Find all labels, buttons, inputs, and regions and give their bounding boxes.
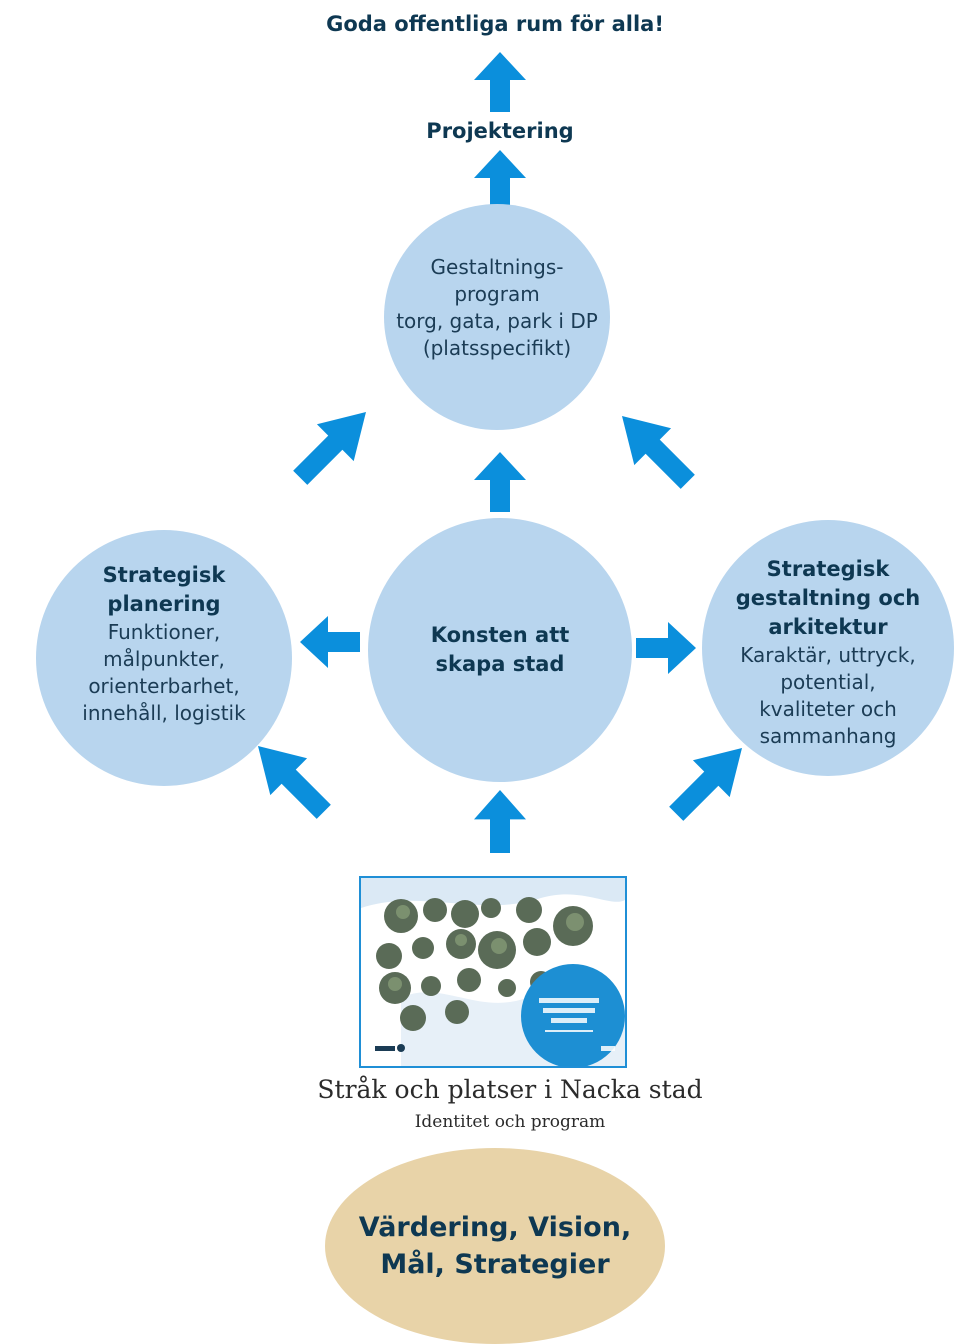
gestaltning-arkitektur-line-2: potential, bbox=[780, 669, 876, 694]
gestaltning-line-1: Gestaltnings- bbox=[430, 255, 564, 279]
arrow-bottom-left bbox=[258, 746, 331, 819]
circle-gestaltningsprogram: Gestaltnings- program torg, gata, park i… bbox=[384, 204, 610, 430]
document-title: Stråk och platser i Nacka stad bbox=[317, 1075, 703, 1104]
planering-title-2: planering bbox=[107, 592, 221, 616]
arrow-bottom-right bbox=[669, 748, 742, 821]
konsten-title-1: Konsten att bbox=[430, 623, 570, 647]
cover-illustration bbox=[361, 878, 625, 1066]
gestaltning-arkitektur-line-1: Karaktär, uttryck, bbox=[740, 642, 916, 667]
base-line-2: Mål, Strategier bbox=[380, 1249, 610, 1280]
arrow-bottom-center bbox=[474, 790, 526, 853]
arrow-left-to-gestaltning bbox=[293, 412, 366, 485]
arrow-left-to-gestaltning-shape bbox=[293, 412, 366, 485]
planering-line-4: innehåll, logistik bbox=[82, 701, 246, 725]
arrow-to-goal-shape bbox=[474, 52, 526, 112]
circle-strategisk-gestaltning: Strategisk gestaltning och arkitektur Ka… bbox=[702, 520, 954, 776]
planering-title-1: Strategisk bbox=[102, 563, 226, 587]
gestaltning-arkitektur-title-3: arkitektur bbox=[768, 614, 888, 639]
arrow-to-planering bbox=[300, 616, 360, 668]
arrow-to-planering-shape bbox=[300, 616, 360, 668]
base-line-1: Värdering, Vision, bbox=[358, 1212, 632, 1243]
gestaltning-line-4: (platsspecifikt) bbox=[422, 336, 572, 360]
circle-strategisk-planering: Strategisk planering Funktioner, målpunk… bbox=[36, 530, 292, 786]
gestaltning-arkitektur-title-2: gestaltning och bbox=[735, 585, 921, 610]
arrow-to-gestaltning-arkitektur bbox=[636, 622, 696, 674]
base-ellipse: Värdering, Vision, Mål, Strategier bbox=[325, 1148, 665, 1344]
planering-line-3: orienterbarhet, bbox=[88, 674, 240, 698]
arrow-to-goal bbox=[474, 52, 526, 112]
arrow-up-to-gestaltning bbox=[474, 452, 526, 512]
gestaltning-arkitektur-line-4: sammanhang bbox=[759, 723, 897, 748]
goal-text: Goda offentliga rum för alla! bbox=[326, 12, 664, 36]
gestaltning-arkitektur-line-3: kvaliteter och bbox=[759, 696, 897, 721]
arrow-to-projektering bbox=[474, 150, 526, 210]
circle-konsten-att-skapa-stad: Konsten att skapa stad bbox=[368, 518, 632, 782]
document-subtitle: Identitet och program bbox=[414, 1112, 606, 1132]
arrow-bottom-center-shape bbox=[474, 790, 526, 853]
planering-line-1: Funktioner, bbox=[107, 620, 221, 644]
arrow-right-to-gestaltning-shape bbox=[622, 416, 695, 489]
arrow-right-to-gestaltning bbox=[622, 416, 695, 489]
gestaltning-arkitektur-title-1: Strategisk bbox=[766, 556, 890, 581]
arrow-to-gestaltning-arkitektur-shape bbox=[636, 622, 696, 674]
gestaltning-line-3: torg, gata, park i DP bbox=[396, 309, 598, 333]
gestaltning-line-2: program bbox=[454, 282, 540, 306]
konsten-title-2: skapa stad bbox=[435, 652, 565, 676]
projektering-label: Projektering bbox=[426, 119, 574, 143]
arrow-up-to-gestaltning-shape bbox=[474, 452, 526, 512]
arrow-bottom-right-shape bbox=[669, 748, 742, 821]
arrow-bottom-left-shape bbox=[258, 746, 331, 819]
document-cover-image bbox=[359, 876, 627, 1068]
arrow-to-projektering-shape bbox=[474, 150, 526, 210]
planering-line-2: målpunkter, bbox=[103, 647, 225, 671]
